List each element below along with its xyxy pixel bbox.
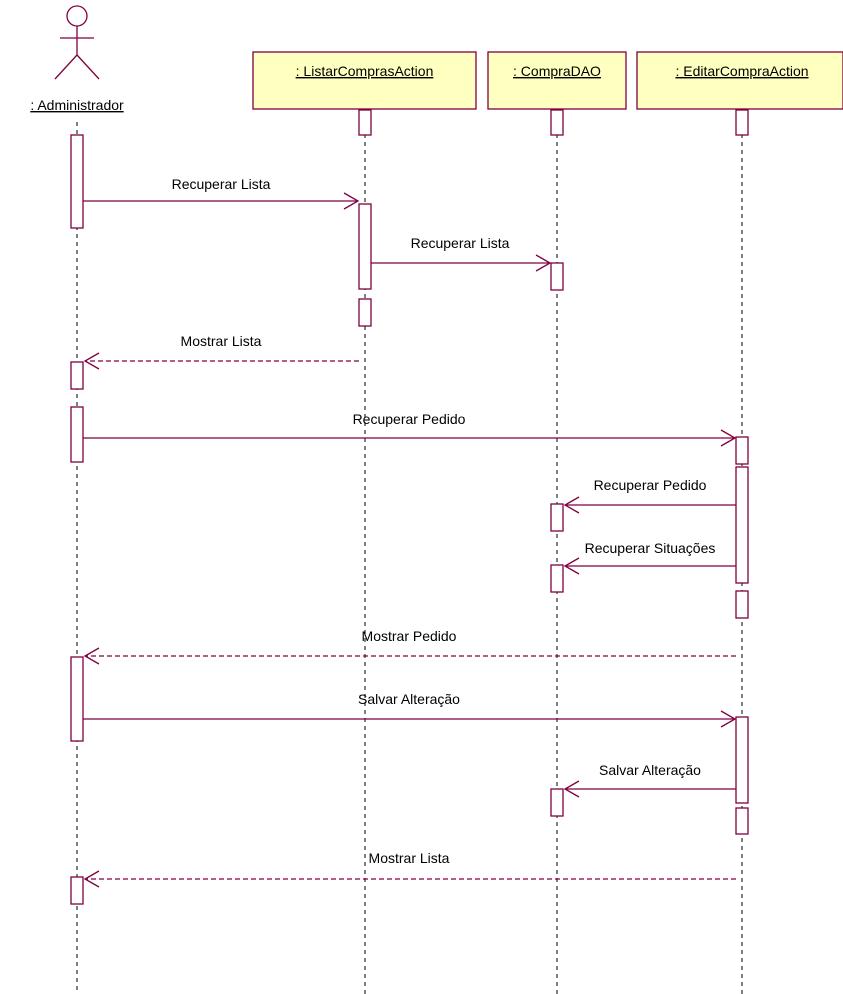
activation-bar [70,406,84,463]
activation-bar [735,466,749,584]
activation-bar [735,109,749,136]
actor-label: : Administrador [30,97,124,113]
activation-bar [550,788,564,817]
arrowhead [83,647,100,665]
object-label-editar-compra-action: : EditarCompraAction [675,63,808,79]
activation-bar [70,361,84,390]
arrowhead [83,352,100,370]
stick-figure-icon [54,5,100,80]
message-labels: Recuperar Lista Recuperar Lista Mostrar … [172,176,716,866]
activation-bar [735,716,749,804]
activation-bar [735,436,749,465]
object-label-listar-compras-action: : ListarComprasAction [296,63,434,79]
message-label: Salvar Alteração [599,762,701,778]
object-editar-compra-action: : EditarCompraAction [636,51,843,110]
messages [83,192,737,888]
activation-bar [70,134,84,229]
message-label: Mostrar Lista [181,333,262,349]
activation-bar [70,876,84,905]
message-label: Salvar Alteração [358,691,460,707]
activation-bar [735,807,749,835]
arrowhead [83,870,100,888]
arrowhead [535,254,552,272]
message-label: Mostrar Pedido [362,628,457,644]
arrowhead [720,429,737,447]
activation-bars [70,109,749,905]
object-listar-compras-action: : ListarComprasAction [252,51,477,110]
object-compra-dao: : CompraDAO [487,51,627,110]
activation-bar [550,564,564,593]
activation-bar [70,656,84,742]
arrowhead [563,780,580,798]
message-label: Mostrar Lista [369,850,450,866]
object-label-compra-dao: : CompraDAO [513,63,601,79]
arrowhead [343,192,360,210]
activation-bar [550,503,564,532]
arrowhead [563,496,580,514]
activation-bar [735,590,749,619]
arrowhead [563,557,580,575]
activation-bar [550,109,564,136]
message-label: Recuperar Lista [172,176,271,192]
message-label: Recuperar Pedido [353,411,466,427]
message-label: Recuperar Pedido [594,477,707,493]
activation-bar [358,203,372,290]
activation-bar [550,262,564,291]
activation-bar [358,109,372,136]
activation-bar [358,298,372,327]
message-label: Recuperar Situações [585,540,716,556]
arrowhead [720,710,737,728]
message-label: Recuperar Lista [411,235,510,251]
